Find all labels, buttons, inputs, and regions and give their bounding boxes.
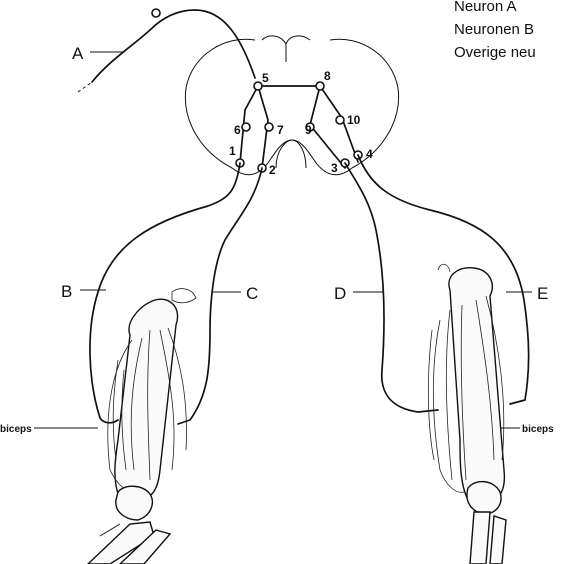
label-biceps-left: biceps [0,424,32,435]
legend-neuron-a: Neuron A [454,0,517,15]
right-arm: biceps [428,264,554,564]
label-biceps-right: biceps [522,424,554,435]
num-6: 6 [234,123,241,137]
label-b: B [61,282,72,301]
label-c: C [246,284,258,303]
label-d: D [334,284,346,303]
left-arm: biceps [0,289,196,564]
label-e: E [537,284,548,303]
label-a: A [72,44,84,63]
num-5: 5 [262,71,269,85]
num-1: 1 [229,144,236,158]
num-2: 2 [269,163,276,177]
num-9: 9 [305,123,312,137]
num-3: 3 [331,161,338,175]
neuron-a: A [72,9,255,92]
legend-other-neurons: Overige neu [454,44,536,61]
interneurons [236,82,362,172]
num-4: 4 [366,147,373,161]
num-8: 8 [324,69,331,83]
num-7: 7 [277,123,284,137]
legend: Neuron A Neuronen B Overige neu [454,0,536,61]
num-10: 10 [347,113,361,127]
legend-neurons-b: Neuronen B [454,21,534,38]
